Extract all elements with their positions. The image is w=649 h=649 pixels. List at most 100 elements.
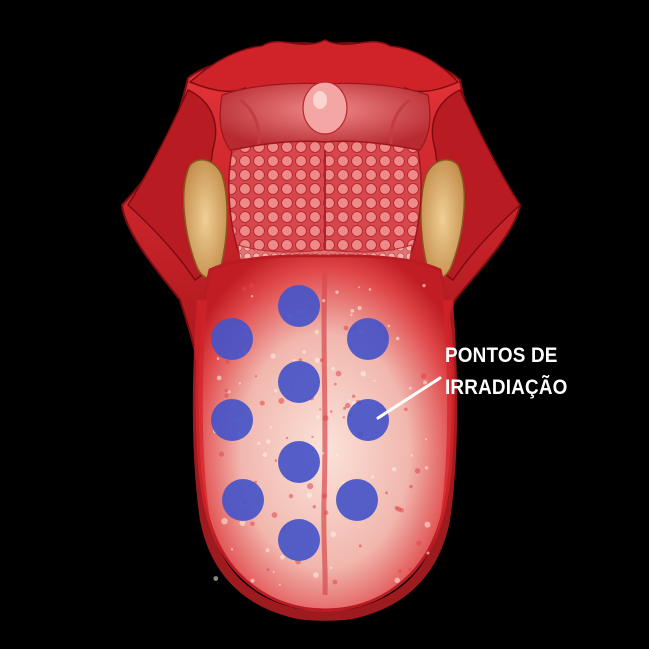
papilla-speck [322, 415, 329, 422]
tongue-midline [321, 267, 328, 596]
radiation-point-2 [211, 318, 253, 360]
radiation-point-3 [347, 318, 389, 360]
papilla-speck [319, 408, 322, 411]
papilla-speck [279, 555, 285, 560]
papilla-speck [319, 358, 324, 363]
papilla-speck [350, 309, 355, 313]
papilla-speck [321, 493, 328, 499]
radiation-point-6 [347, 399, 389, 441]
papilla-speck [396, 506, 402, 512]
papilla-speck [270, 353, 276, 359]
papilla-speck [224, 388, 228, 393]
papilla-speck [416, 540, 422, 546]
papilla-speck [216, 375, 222, 381]
papilla-speck [425, 438, 428, 441]
papilla-speck [266, 568, 270, 572]
papilla-speck [424, 466, 429, 470]
papilla-speck [334, 382, 337, 386]
papilla-speck [225, 359, 230, 365]
papilla-speck [288, 493, 294, 499]
papilla-speck [395, 336, 400, 341]
papilla-speck [408, 567, 412, 572]
papilla-speck [316, 415, 321, 420]
radiation-point-1 [278, 285, 320, 327]
papilla-speck [330, 531, 337, 538]
papilla-speck [265, 548, 270, 553]
papilla-speck [250, 521, 255, 527]
papilla-speck [368, 288, 372, 291]
papilla-speck [278, 583, 281, 586]
callout-line-1: PONTOS DE [445, 344, 558, 367]
papilla-speck [321, 451, 325, 455]
papilla-speck [274, 459, 278, 462]
papilla-speck [307, 483, 314, 490]
papilla-speck [306, 492, 312, 498]
papilla-speck [239, 520, 246, 526]
papilla-speck [350, 313, 353, 316]
callout-pointer [376, 376, 442, 420]
papilla-speck [330, 566, 333, 570]
papilla-speck [424, 521, 431, 528]
callout-line-2: IRRADIAÇÃO [445, 376, 568, 399]
papilla-speck [426, 551, 430, 555]
papilla-speck [348, 399, 351, 402]
papilla-speck [331, 366, 335, 371]
papilla-speck [274, 389, 278, 393]
papilla-speck [224, 393, 229, 398]
papilla-speck [216, 357, 220, 360]
papilla-speck [250, 578, 255, 583]
papilla-speck [322, 299, 326, 303]
papilla-speck [292, 358, 296, 362]
papilla-speck [241, 286, 247, 292]
papilla-speck [385, 491, 388, 495]
callout-label: PONTOS DE IRRADIAÇÃO [445, 340, 616, 404]
papilla-speck [266, 439, 271, 444]
papilla-speck [313, 572, 319, 578]
papilla-speck [269, 426, 272, 429]
papilla-speck [404, 407, 408, 412]
papilla-speck [218, 451, 225, 457]
papilla-speck [221, 518, 228, 525]
papilla-speck [343, 406, 347, 410]
papilla-speck [285, 436, 289, 440]
uvula-highlight [313, 91, 327, 109]
papilla-speck [278, 397, 285, 404]
papilla-speck [357, 305, 362, 311]
papilla-speck [262, 452, 268, 458]
papilla-speck [335, 370, 342, 377]
papilla-speck [352, 394, 356, 398]
papilla-speck [254, 375, 258, 378]
papilla-speck [329, 410, 333, 413]
papilla-speck [311, 435, 314, 439]
papilla-speck [343, 325, 349, 331]
papilla-speck [345, 402, 351, 409]
radiation-point-4 [278, 361, 320, 403]
papilla-speck [335, 290, 339, 294]
radiation-points [211, 285, 389, 561]
papilla-speck [387, 324, 391, 328]
papilla-speck [298, 358, 303, 362]
uvula [302, 81, 348, 135]
papilla-speck [250, 295, 254, 298]
papilla-speck [410, 454, 413, 457]
papilla-speck [408, 386, 412, 390]
papilla-speck [227, 390, 231, 394]
papilla-speck [230, 548, 234, 551]
radiation-point-10 [278, 519, 320, 561]
papilla-speck [272, 570, 275, 573]
radiation-point-7 [278, 441, 320, 483]
papilla-speck [250, 296, 257, 304]
papilla-speck [420, 373, 427, 379]
papilla-speck [371, 475, 375, 479]
papilla-speck [248, 283, 255, 289]
papilla-speck [314, 329, 319, 335]
radiation-point-8 [222, 479, 264, 521]
papilla-speck [302, 350, 306, 354]
papilla-speck [312, 505, 316, 509]
papilla-speck [360, 371, 367, 377]
papilla-speck [332, 579, 338, 585]
papilla-speck [257, 441, 261, 445]
papilla-speck [259, 400, 265, 406]
radiation-point-5 [211, 399, 253, 441]
papilla-speck [423, 380, 428, 385]
